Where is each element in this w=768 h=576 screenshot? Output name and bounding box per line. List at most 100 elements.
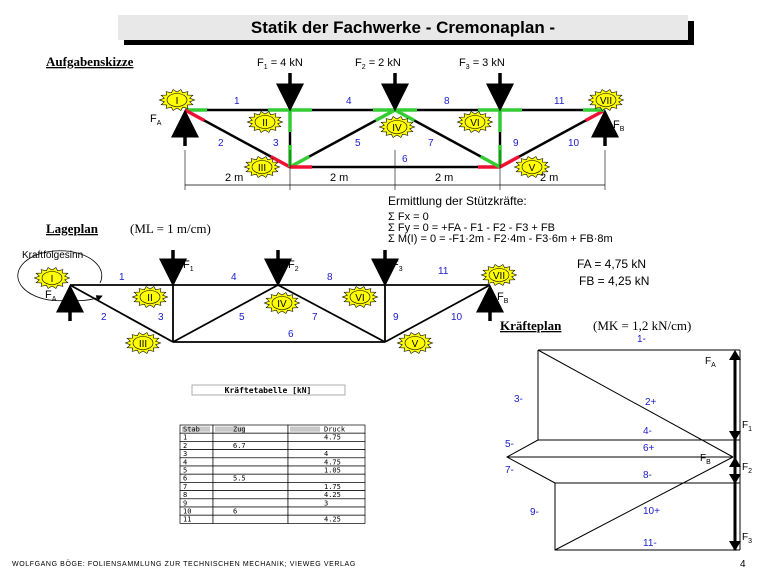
cremona-label-2: 2+ (645, 397, 657, 408)
dimension-label: 2 m (540, 172, 558, 184)
support-label-b: FB (613, 119, 625, 133)
node-badge-IV: IV (378, 116, 416, 138)
support-label-a: FA (150, 113, 162, 127)
svg-text:VI: VI (470, 118, 479, 129)
cremona-force-label-0: FA (705, 356, 716, 369)
cremona-label-3: 3- (514, 394, 523, 405)
svg-text:VII: VII (493, 271, 505, 282)
node-badge-VI: VI (456, 111, 494, 133)
table-cell: 2 (183, 442, 187, 450)
table-cell: Druck (324, 426, 346, 434)
member-number-5: 5 (355, 138, 361, 149)
member-number-3: 3 (158, 312, 164, 323)
cremona-force-label-1: F1 (742, 420, 752, 433)
node-badge-IV: IV (263, 292, 301, 314)
equation-fx: Σ Fx = 0 (388, 211, 429, 223)
table-cell: Stab (183, 426, 200, 434)
cremona-label-10: 10+ (643, 506, 660, 517)
member-number-5: 5 (239, 312, 245, 323)
member-number-11: 11 (554, 96, 565, 107)
kraefteplan-scale: (MK = 1,2 kN/cm) (593, 318, 691, 333)
svg-text:VII: VII (600, 96, 612, 107)
support-label-b: FB (497, 291, 509, 305)
table-cell: 4 (324, 450, 328, 458)
member-number-7: 7 (428, 138, 434, 149)
node-badge-II: II (246, 111, 284, 133)
table-cell: 3 (324, 499, 328, 507)
member-number-8: 8 (444, 96, 450, 107)
table-cell: 4.75 (324, 434, 341, 442)
cremona-force-label-2: FB (700, 453, 711, 466)
cremona-label-7: 7- (505, 465, 514, 476)
member-number-10: 10 (451, 312, 463, 323)
table-cell: 4.75 (324, 458, 341, 466)
node-badge-VI: VI (341, 286, 379, 308)
svg-text:VI: VI (355, 293, 364, 304)
load-label-f3: F3 (392, 259, 403, 273)
member-number-1: 1 (119, 272, 125, 283)
svg-text:I: I (176, 96, 179, 107)
load-label-f1: F1 = 4 kN (257, 57, 303, 71)
node-badge-I: I (33, 267, 71, 289)
cremona-label-8: 8- (643, 470, 652, 481)
dimension-label: 2 m (225, 172, 243, 184)
table-cell: 1.75 (324, 483, 341, 491)
node-badge-VII: VII (587, 89, 625, 111)
aufgabe-heading: Aufgabenskizze (46, 54, 134, 69)
table-cell: 3 (183, 450, 187, 458)
node-badge-III: III (124, 332, 162, 354)
table-cell: 10 (183, 508, 191, 516)
table-cell: 1.05 (324, 467, 341, 475)
table-cell: 4.25 (324, 516, 341, 524)
table-cell: 5.5 (233, 475, 246, 483)
node-badge-V: V (396, 332, 434, 354)
table-cell: 5 (183, 467, 187, 475)
member-number-1: 1 (234, 96, 240, 107)
svg-text:V: V (412, 339, 419, 350)
table-title-box (191, 384, 346, 396)
table-cell: 4 (183, 458, 187, 466)
member-2 (69, 284, 174, 343)
svg-text:II: II (262, 118, 268, 129)
cremona-label-11: 11- (643, 538, 657, 549)
member-number-4: 4 (346, 96, 352, 107)
result-fa: FA = 4,75 kN (577, 257, 646, 271)
member-number-11: 11 (438, 266, 449, 277)
member-number-10: 10 (568, 138, 580, 149)
load-label-f2: F2 (288, 259, 299, 273)
member-number-2: 2 (218, 138, 224, 149)
cremona-plan (505, 349, 741, 551)
svg-text:V: V (529, 163, 536, 174)
cremona-force-label-3: F2 (742, 462, 752, 475)
table-cell: 9 (183, 499, 187, 507)
stuetz-heading: Ermittlung der Stützkräfte: (388, 194, 527, 208)
equation-fy: Σ Fy = 0 = +FA - F1 - F2 - F3 + FB (388, 222, 555, 234)
load-label-f2: F2 = 2 kN (355, 57, 401, 71)
member-number-2: 2 (101, 312, 107, 323)
equation-moment: Σ M(I) = 0 = -F1·2m - F2·4m - F3·6m + FB… (388, 233, 613, 245)
table-cell: 11 (183, 516, 191, 524)
cremona-label-5: 5- (505, 439, 514, 450)
member-10 (384, 284, 491, 343)
member-7 (277, 284, 386, 343)
node-badge-V: V (513, 156, 551, 178)
node-badge-I: I (158, 89, 196, 111)
table-cell: 1 (183, 434, 187, 442)
cremona-label-6: 6+ (643, 443, 655, 454)
member-number-6: 6 (288, 329, 294, 340)
table-cell: 8 (183, 491, 187, 499)
table-cell: 7 (183, 483, 187, 491)
svg-text:IV: IV (392, 123, 402, 134)
